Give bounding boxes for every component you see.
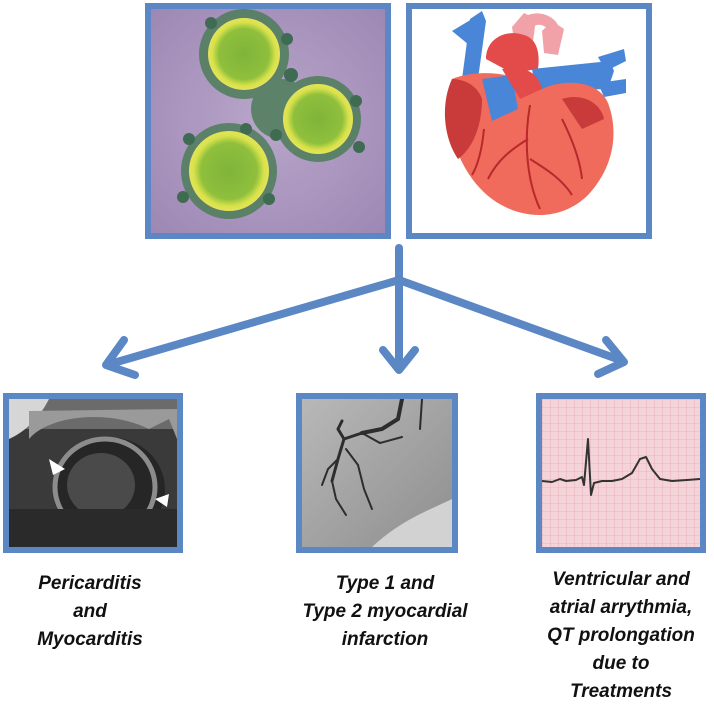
ecg-trace: [542, 438, 700, 496]
arrow-to-right: [395, 276, 624, 364]
virus-particle: [208, 18, 280, 90]
arrow-right-head: [594, 336, 628, 378]
cardiac-mri-image: [3, 393, 183, 553]
caption-line: Myocarditis: [37, 629, 143, 650]
coronary-angiogram-image: [296, 393, 458, 553]
virus-particle: [189, 131, 269, 211]
caption-arrhythmia: Ventricular and atrial arrythmia, QT pro…: [528, 566, 714, 706]
arrow-to-left: [106, 276, 403, 368]
caption-line: Type 1 and: [335, 573, 435, 594]
ecg-image: [536, 393, 706, 553]
caption-myocardial-infarction: Type 1 and Type 2 myocardial infarction: [270, 570, 500, 654]
caption-pericarditis: Pericarditis and Myocarditis: [0, 570, 180, 654]
heart-illustration: [406, 3, 652, 239]
caption-line: QT prolongation: [547, 625, 695, 646]
virus-particle: [283, 84, 353, 154]
arrow-middle-head: [379, 346, 419, 374]
coronavirus-image: [145, 3, 391, 239]
caption-line: due to: [592, 653, 650, 674]
caption-line: Pericarditis: [38, 573, 142, 594]
caption-line: and: [73, 601, 107, 622]
caption-line: Ventricular and: [552, 569, 690, 590]
caption-line: Treatments: [569, 681, 673, 702]
mri-arrow-markers: [49, 459, 169, 507]
caption-line: atrial arrythmia,: [549, 597, 693, 618]
arrow-left-head: [102, 336, 139, 379]
caption-line: Type 2 myocardial: [302, 601, 468, 622]
caption-line: infarction: [341, 629, 429, 650]
